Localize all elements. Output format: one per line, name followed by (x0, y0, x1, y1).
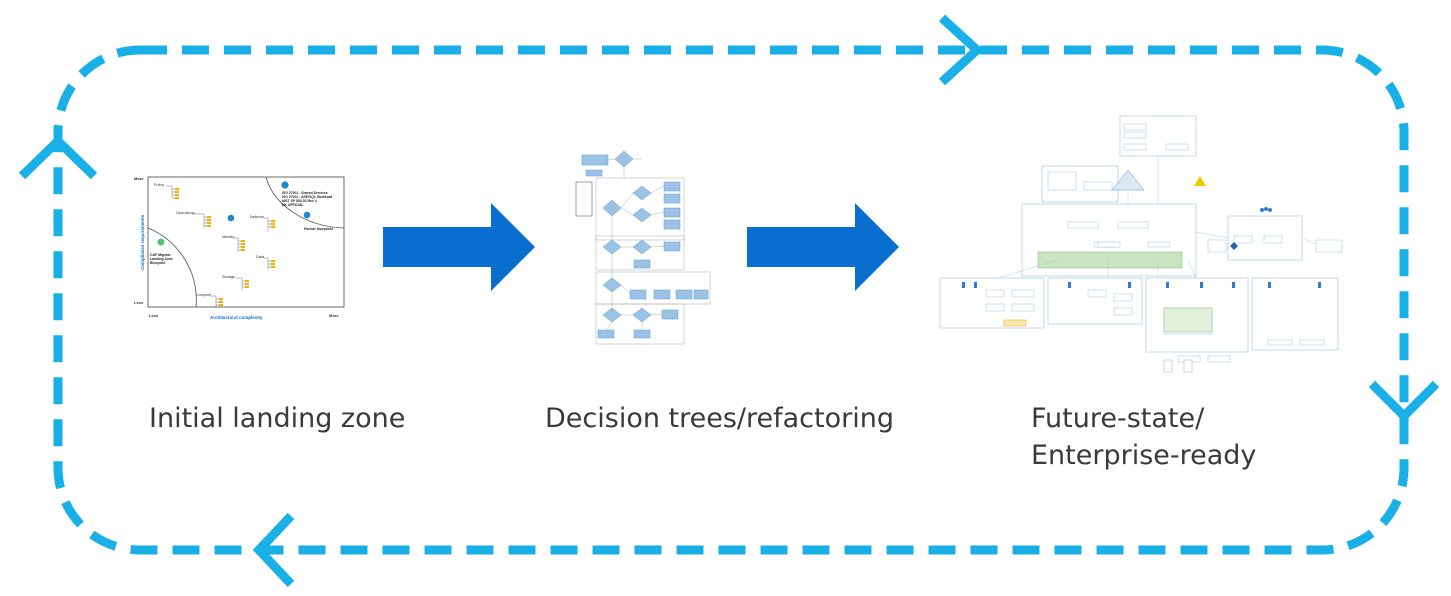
enterprise-architecture-thumbnail (938, 112, 1346, 378)
svg-text:CAF Migrate: CAF Migrate (150, 253, 171, 257)
y-low-label: Less (134, 300, 144, 305)
x-low-label: Less (149, 313, 159, 318)
y-axis-label: Compliance requirements (140, 214, 145, 270)
node-storage: Storage (222, 275, 235, 279)
node-policy: Policy (154, 183, 164, 187)
stage-label-decision: Decision trees/refactoring (545, 403, 894, 434)
arrow-right-icon (747, 203, 899, 291)
x-axis-label: Architectural complexity (210, 315, 263, 320)
node-identity: Identity (222, 235, 234, 239)
chevron-down-icon (1368, 380, 1440, 423)
stage-label-future-line2: Enterprise-ready (1031, 440, 1257, 471)
svg-text:Blueprint: Blueprint (150, 261, 166, 265)
svg-text:UK OFFICIAL: UK OFFICIAL (282, 203, 303, 207)
svg-text:NIST SP 800-53 Rev 4: NIST SP 800-53 Rev 4 (282, 199, 317, 203)
chevron-right-icon (938, 14, 984, 86)
y-high-label: More (134, 176, 144, 181)
initial-landing-zone-thumbnail: More Less Less More Architectural comple… (130, 170, 352, 322)
chevron-up-icon (18, 134, 98, 180)
stage-label-future-line1: Future-state/ (1031, 403, 1205, 434)
node-compute: Compute (196, 293, 211, 297)
svg-text:ISO 27001 - Shared Services: ISO 27001 - Shared Services (282, 191, 328, 195)
decision-tree-thumbnail (572, 148, 712, 346)
svg-text:ISO 27001 - ASE/SQL Workload: ISO 27001 - ASE/SQL Workload (282, 195, 332, 199)
arrow-right-icon (383, 203, 535, 291)
stage-label-initial: Initial landing zone (149, 403, 406, 434)
node-network: Network (250, 215, 264, 219)
node-data: Data (256, 255, 265, 259)
blueprint-badge-icon (157, 181, 311, 246)
node-operations: Operations (176, 211, 195, 215)
chevron-left-icon (252, 512, 295, 588)
partner-blueprints-label: Partner blueprints (304, 227, 333, 231)
dashed-loop-path (53, 45, 1409, 555)
svg-text:Landing Zone: Landing Zone (150, 257, 173, 261)
stage-label-future: Future-state/ Enterprise-ready (1031, 400, 1256, 474)
x-high-label: More (329, 313, 339, 318)
